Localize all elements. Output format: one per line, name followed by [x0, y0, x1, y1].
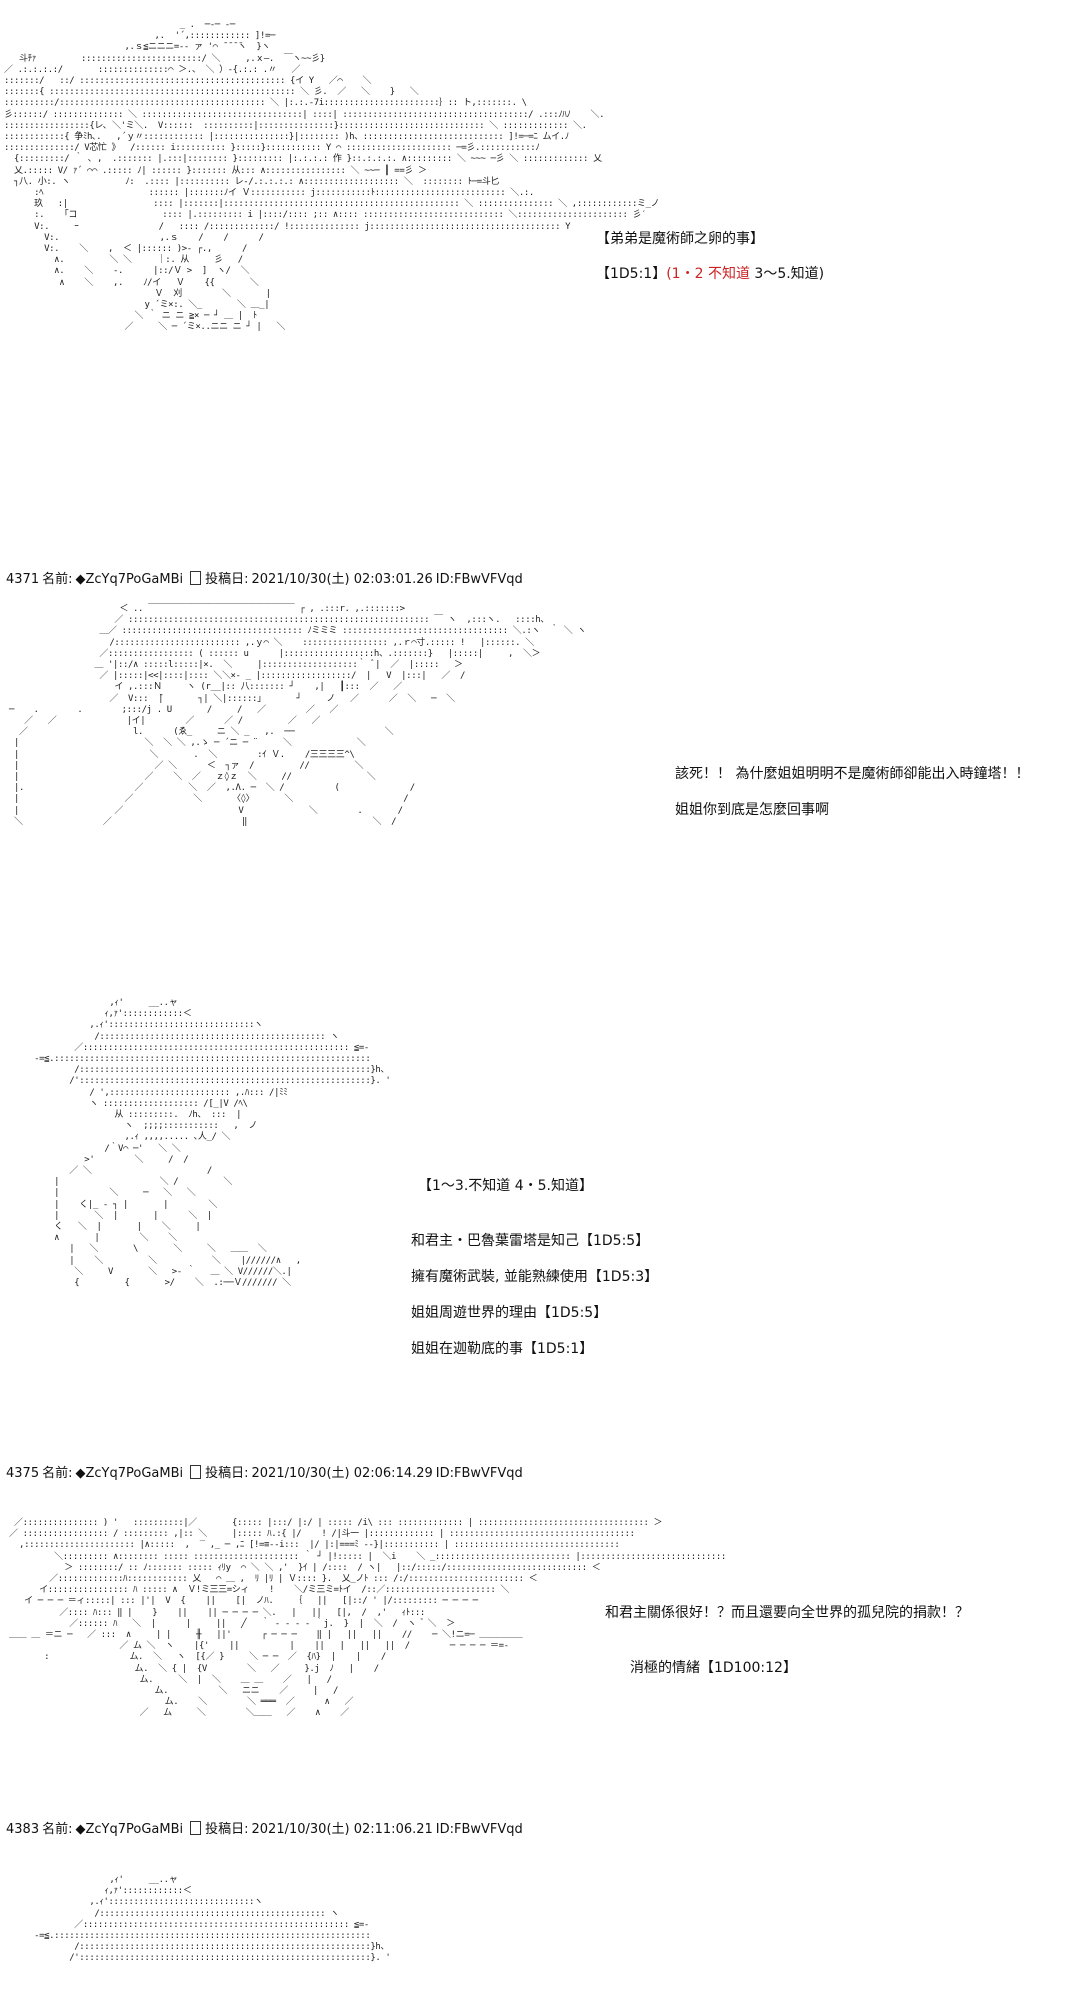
- placeholder-glyph-icon: [190, 571, 202, 585]
- post-id: ID:FBwVFVqd: [435, 1822, 523, 1837]
- post-date: 2021/10/30(土) 02:06:14.29: [251, 1466, 433, 1481]
- post-id: ID:FBwVFVqd: [435, 572, 523, 587]
- ascii-art-panel-3: ,ｨ' __..ャ ｨ,ｧ'::::::::::::＜ ,.ｨ'::::::::…: [34, 998, 391, 1289]
- ascii-art-panel-5: ,ｨ' __..ャ ｨ,ｧ'::::::::::::＜ ,.ｨ'::::::::…: [34, 1875, 391, 1964]
- post-date: 2021/10/30(土) 02:03:01.26: [251, 572, 433, 587]
- name-label: 名前:: [42, 1822, 73, 1837]
- trip-code: ◆ZcYq7PoGaMBi: [75, 1466, 184, 1481]
- placeholder-glyph-icon: [190, 1821, 202, 1835]
- roll-line-1: 和君主・巴魯葉雷塔是知己【1D5:5】: [411, 1233, 650, 1249]
- dialogue-line-4: 消極的情緒【1D100:12】: [630, 1660, 797, 1676]
- caption-roll: 【1D5:1】: [596, 266, 667, 282]
- date-label: 投稿日:: [205, 1822, 249, 1837]
- roll-line-3: 姐姐周遊世界的理由【1D5:5】: [411, 1305, 608, 1321]
- ascii-art-panel-2: ＜ .. ￣￣￣￣￣￣￣￣￣￣￣￣￣￣￣￣￣ ┌ , .:::r. ,.::::…: [9, 604, 586, 827]
- caption-result-red: (1・2 不知道: [666, 266, 750, 282]
- post-date: 2021/10/30(土) 02:11:06.21: [251, 1822, 433, 1837]
- ascii-art-panel-4: ／::::::::::::::: ) ' ::::::::::|／ {:::::…: [9, 1518, 726, 1719]
- dialogue-line-2: 姐姐你到底是怎麼回事啊: [675, 802, 829, 818]
- roll-line-4: 姐姐在迦勒底的事【1D5:1】: [411, 1341, 594, 1357]
- name-label: 名前:: [42, 572, 73, 587]
- dialogue-line-1: 該死！！ 為什麼姐姐明明不是魔術師卻能出入時鐘塔！！: [675, 766, 1030, 782]
- ascii-art-panel-1: _ . ─‐─ ‐─ ,. '´,:::::::::::: ]!=─ ,.ｓ≦ニ…: [4, 20, 660, 333]
- caption-result-rest: 3～5.知道): [754, 266, 825, 282]
- caption-title: 【弟弟是魔術師之卵的事】: [596, 231, 764, 247]
- post-id: ID:FBwVFVqd: [435, 1466, 523, 1481]
- date-label: 投稿日:: [205, 572, 249, 587]
- dialogue-line-3: 和君主關係很好！？而且還要向全世界的孤兒院的捐款！？: [605, 1605, 969, 1621]
- trip-code: ◆ZcYq7PoGaMBi: [75, 572, 184, 587]
- post-number[interactable]: 4375: [6, 1466, 40, 1481]
- post-number[interactable]: 4383: [6, 1822, 40, 1837]
- date-label: 投稿日:: [205, 1466, 249, 1481]
- post-number[interactable]: 4371: [6, 572, 40, 587]
- roll-line-2: 擁有魔術武裝, 並能熟練使用【1D5:3】: [411, 1269, 659, 1285]
- name-label: 名前:: [42, 1466, 73, 1481]
- caption-roll-line: 【1D5:1】(1・2 不知道 3～5.知道): [596, 265, 824, 283]
- trip-code: ◆ZcYq7PoGaMBi: [75, 1822, 184, 1837]
- roll-heading: 【1～3.不知道 4・5.知道】: [418, 1178, 593, 1194]
- placeholder-glyph-icon: [190, 1465, 202, 1479]
